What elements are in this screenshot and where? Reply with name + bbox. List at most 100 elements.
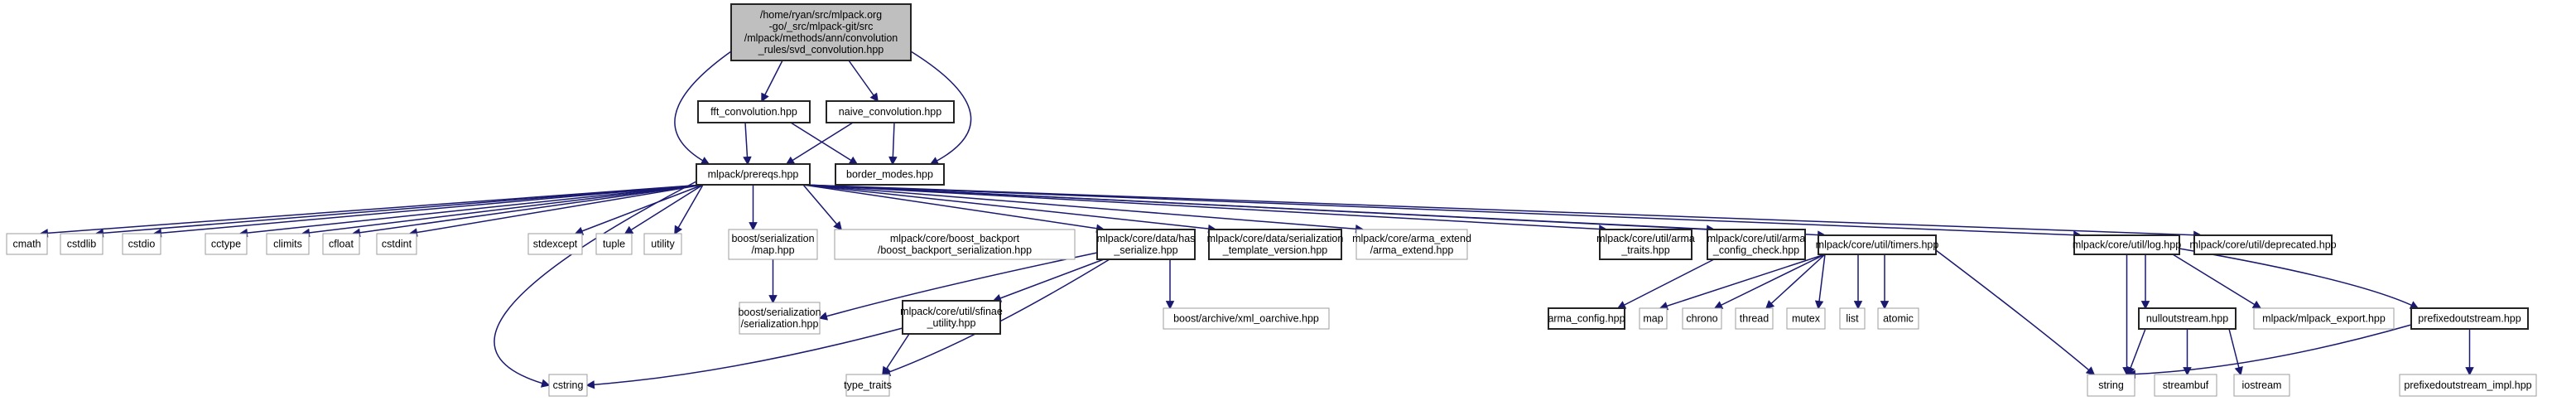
node-armatraits[interactable]: mlpack/core/util/arma_traits.hpp xyxy=(1596,229,1695,260)
edge-timers-to-chrono xyxy=(1713,254,1826,309)
node-cstdlib[interactable]: cstdlib xyxy=(60,233,104,255)
edge-fft-to-prereqs xyxy=(743,122,752,166)
node-climits[interactable]: climits xyxy=(266,233,310,255)
node-backport[interactable]: mlpack/core/boost_backport/boost_backpor… xyxy=(834,229,1076,260)
node-iostream[interactable]: iostream xyxy=(2233,374,2290,397)
edge-prefout-to-string xyxy=(2126,324,2412,379)
edge-sfinae-to-cstring xyxy=(585,327,903,389)
node-label: /serialization.hpp xyxy=(741,318,819,330)
node-list[interactable]: list xyxy=(1839,307,1866,330)
edge-prereqs-to-cstring xyxy=(494,181,697,388)
node-label: cstdio xyxy=(128,239,156,250)
node-hasser[interactable]: mlpack/core/data/has_serialize.hpp xyxy=(1096,229,1196,260)
node-utility[interactable]: utility xyxy=(643,233,682,255)
node-label: border_modes.hpp xyxy=(846,169,933,181)
node-label: thread xyxy=(1740,313,1769,325)
node-label: chrono xyxy=(1686,313,1717,325)
node-stdexcept[interactable]: stdexcept xyxy=(527,233,583,255)
node-atomic[interactable]: atomic xyxy=(1877,307,1919,330)
node-label: mlpack/core/data/serialization xyxy=(1207,233,1344,244)
node-prereqs[interactable]: mlpack/prereqs.hpp xyxy=(696,163,811,186)
node-sermap[interactable]: boost/serialization/map.hpp xyxy=(728,229,818,260)
edge-naive-to-prereqs xyxy=(785,122,854,165)
node-cstring[interactable]: cstring xyxy=(548,374,588,397)
node-label: atomic xyxy=(1883,313,1914,325)
node-label: mlpack/core/data/has xyxy=(1097,233,1196,244)
node-cmath[interactable]: cmath xyxy=(6,233,48,255)
node-label: /map.hpp xyxy=(751,244,794,256)
edge-prereqs-to-cstdio xyxy=(152,184,704,238)
node-cctype[interactable]: cctype xyxy=(205,233,248,255)
node-armacfg[interactable]: arma_config.hpp xyxy=(1548,307,1625,330)
node-sfinae[interactable]: mlpack/core/util/sfinae_utility.hpp xyxy=(900,300,1003,335)
edge-prereqs-to-cmath xyxy=(39,184,704,238)
edge-naive-to-border xyxy=(888,122,898,166)
edge-timers-to-string xyxy=(1935,249,2096,376)
node-mexport[interactable]: mlpack/mlpack_export.hpp xyxy=(2253,307,2395,330)
node-label: /boost_backport_serialization.hpp xyxy=(878,244,1032,256)
node-streambuf[interactable]: streambuf xyxy=(2154,374,2217,397)
edge-prereqs-to-armatraits xyxy=(802,184,1608,234)
node-armaext[interactable]: mlpack/core/arma_extend/arma_extend.hpp xyxy=(1352,229,1471,260)
node-chrono[interactable]: chrono xyxy=(1682,307,1722,330)
edge-layer xyxy=(39,51,2474,389)
edge-prereqs-to-cctype xyxy=(238,184,704,238)
node-deprecated[interactable]: mlpack/core/util/deprecated.hpp xyxy=(2189,234,2337,255)
node-string[interactable]: string xyxy=(2087,374,2135,397)
node-tuple[interactable]: tuple xyxy=(595,233,633,255)
edge-prereqs-to-sertv xyxy=(802,184,1217,234)
edge-prereqs-to-utility xyxy=(674,184,704,235)
node-mutex[interactable]: mutex xyxy=(1786,307,1826,330)
node-label: mlpack/core/boost_backport xyxy=(890,233,1020,244)
node-label: mlpack/core/util/log.hpp xyxy=(2073,239,2181,251)
node-label: cstring xyxy=(553,379,584,391)
node-label: naive_convolution.hpp xyxy=(839,106,941,118)
node-timers[interactable]: mlpack/core/util/timers.hpp xyxy=(1816,234,1939,255)
node-label: tuple xyxy=(603,239,625,250)
edge-prereqs-to-armaext xyxy=(802,184,1365,234)
node-label: mlpack/core/util/arma xyxy=(1596,233,1695,244)
node-fft[interactable]: fft_convolution.hpp xyxy=(697,100,811,123)
node-label: prefixedoutstream_impl.hpp xyxy=(2404,379,2531,391)
edge-prereqs-to-timers xyxy=(802,184,1827,239)
edge-prereqs-to-cstdlib xyxy=(94,184,704,238)
edge-prereqs-to-cstdint xyxy=(408,184,704,237)
node-label: mlpack/core/util/deprecated.hpp xyxy=(2189,239,2336,251)
node-log[interactable]: mlpack/core/util/log.hpp xyxy=(2073,234,2181,255)
node-serser[interactable]: boost/serialization/serialization.hpp xyxy=(738,302,821,335)
edge-prereqs-to-hasser xyxy=(802,184,1105,233)
node-cfloat[interactable]: cfloat xyxy=(322,233,360,255)
node-label: map xyxy=(1643,313,1663,325)
node-svd[interactable]: /home/ryan/src/mlpack.org-go/_src/mlpack… xyxy=(730,3,912,61)
node-map[interactable]: map xyxy=(1639,307,1668,330)
node-label: _rules/svd_convolution.hpp xyxy=(758,44,884,56)
node-armacfgchk[interactable]: mlpack/core/util/arma_config_check.hpp xyxy=(1707,229,1806,260)
node-label: _traits.hpp xyxy=(1620,244,1669,256)
node-prefout[interactable]: prefixedoutstream.hpp xyxy=(2410,307,2529,330)
node-label: mutex xyxy=(1792,313,1821,325)
node-thread[interactable]: thread xyxy=(1735,307,1774,330)
node-label: cfloat xyxy=(329,239,354,250)
edge-svd-to-border xyxy=(910,51,972,165)
node-label: prefixedoutstream.hpp xyxy=(2418,313,2521,325)
node-cstdint[interactable]: cstdint xyxy=(376,233,417,255)
node-sertv[interactable]: mlpack/core/data/serialization_template_… xyxy=(1207,229,1344,260)
node-nullout[interactable]: nulloutstream.hpp xyxy=(2138,307,2237,330)
node-label: _serialize.hpp xyxy=(1113,244,1177,256)
node-label: cctype xyxy=(211,239,241,250)
node-label: fft_convolution.hpp xyxy=(710,106,797,118)
edge-prereqs-to-backport xyxy=(802,184,843,231)
node-xmloar[interactable]: boost/archive/xml_oarchive.hpp xyxy=(1163,307,1330,330)
node-label: mlpack/core/util/timers.hpp xyxy=(1816,239,1939,251)
edge-svd-to-fft xyxy=(761,60,783,103)
node-cstdio[interactable]: cstdio xyxy=(122,233,161,255)
node-label: mlpack/core/arma_extend xyxy=(1352,233,1471,244)
node-naive[interactable]: naive_convolution.hpp xyxy=(826,100,955,123)
edge-log-to-prefout xyxy=(2179,248,2420,309)
node-label: mlpack/prereqs.hpp xyxy=(708,169,799,181)
edge-timers-to-thread xyxy=(1765,254,1826,310)
edge-timers-to-map xyxy=(1659,254,1826,311)
node-prefimpl[interactable]: prefixedoutstream_impl.hpp xyxy=(2399,374,2537,397)
node-typetraits[interactable]: type_traits xyxy=(844,374,892,397)
node-border[interactable]: border_modes.hpp xyxy=(835,163,945,186)
